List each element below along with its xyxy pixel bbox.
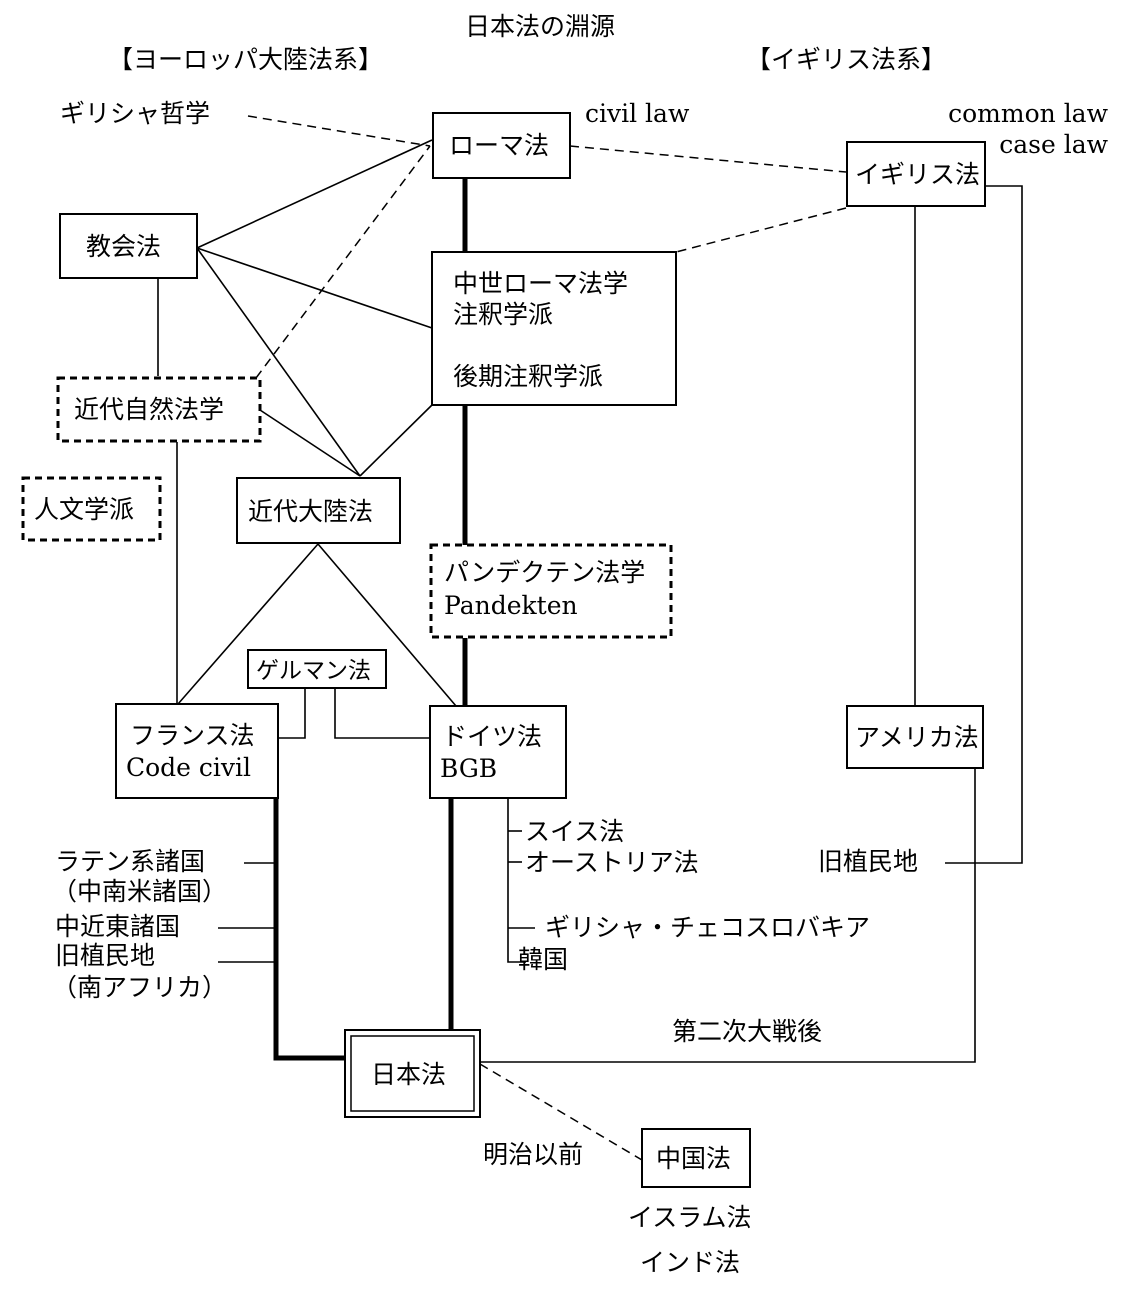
line-continental-french: [177, 543, 319, 705]
dash-english-medieval: [675, 207, 847, 253]
line-american-japan-postwar: [480, 768, 976, 1063]
node-roman-law: ローマ法: [432, 112, 571, 179]
continental-label: 近代大陸法: [248, 497, 373, 526]
civil-law-label: civil law: [585, 99, 690, 128]
korea-label: 韓国: [518, 945, 568, 974]
line-continental-german: [317, 543, 457, 707]
german-line1: ドイツ法: [442, 722, 542, 751]
latin-countries-label: ラテン系諸国: [55, 847, 205, 876]
indian-law-label: インド法: [640, 1248, 740, 1277]
south-africa-label: （南アフリカ）: [52, 973, 227, 1002]
trunk-french-japan: [273, 798, 345, 1061]
case-law-label: case law: [999, 130, 1108, 159]
latin-america-label: （中南米諸国）: [52, 877, 227, 906]
greek-philosophy-label: ギリシャ哲学: [60, 99, 210, 128]
islamic-law-label: イスラム法: [628, 1203, 752, 1232]
dash-greek-roman: [247, 115, 431, 147]
bracket-german-descendants: [507, 798, 526, 963]
node-medieval-roman-law: 中世ローマ法学 注釈学派 後期注釈学派: [431, 251, 677, 406]
line-canon-roman: [196, 139, 433, 249]
french-colonies-label: 旧植民地: [55, 941, 155, 970]
line-germanic-french: [278, 688, 306, 739]
germanic-label: ゲルマン法: [256, 658, 371, 684]
humanist-label: 人文学派: [34, 495, 134, 524]
medieval-line2: 注釈学派: [453, 300, 553, 329]
node-japanese-law: 日本法: [344, 1029, 481, 1118]
node-german-law: ドイツ法 BGB: [429, 705, 567, 799]
german-line2: BGB: [440, 754, 497, 783]
austrian-law-label: オーストリア法: [525, 848, 699, 877]
node-humanist-school: 人文学派: [21, 476, 162, 542]
postwar-label: 第二次大戦後: [672, 1017, 822, 1046]
node-pandekten: パンデクテン法学 Pandekten: [429, 543, 673, 639]
common-law-label: common law: [948, 99, 1108, 128]
roman-law-label: ローマ法: [449, 131, 549, 160]
natural-law-label: 近代自然法学: [74, 395, 224, 424]
pandekten-line2: Pandekten: [444, 591, 578, 620]
line-medieval-continental: [359, 404, 433, 477]
node-canon-law: 教会法: [59, 213, 198, 279]
line-germanic-german: [334, 688, 430, 739]
swiss-law-label: スイス法: [525, 817, 624, 846]
medieval-line1: 中世ローマ法学: [453, 269, 628, 298]
pre-meiji-label: 明治以前: [483, 1140, 583, 1169]
diagram-title: 日本法の淵源: [465, 12, 615, 41]
chinese-law-label: 中国法: [656, 1144, 731, 1173]
node-english-law: イギリス法: [846, 141, 986, 207]
dash-roman-english: [569, 145, 847, 173]
line-english-colonies: [945, 185, 1023, 864]
middle-east-label: 中近東諸国: [55, 912, 180, 941]
french-line2: Code civil: [126, 753, 251, 782]
greece-czech-label: ギリシャ・チェコスロバキア: [545, 913, 870, 942]
europe-header: 【ヨーロッパ大陸法系】: [108, 45, 383, 74]
medieval-line3: 後期注釈学派: [453, 362, 603, 391]
english-law-label: イギリス法: [855, 160, 980, 189]
japanese-law-label: 日本法: [371, 1060, 446, 1089]
node-natural-law: 近代自然法学: [56, 376, 262, 443]
node-germanic-law: ゲルマン法: [247, 649, 387, 689]
england-header: 【イギリス法系】: [746, 45, 946, 74]
line-natural-continental: [259, 409, 361, 477]
dash-natural-roman: [255, 145, 431, 379]
french-line1: フランス法: [130, 721, 255, 750]
dash-japan-chinese: [479, 1063, 643, 1161]
english-colonies-label: 旧植民地: [818, 847, 918, 876]
pandekten-line1: パンデクテン法学: [444, 558, 645, 587]
node-chinese-law: 中国法: [641, 1128, 751, 1188]
line-canon-medieval: [196, 247, 433, 329]
node-modern-continental: 近代大陸法: [236, 477, 401, 544]
connector-lines: [157, 115, 1023, 1161]
node-french-law: フランス法 Code civil: [115, 703, 279, 799]
american-label: アメリカ法: [855, 723, 979, 752]
node-american-law: アメリカ法: [846, 705, 984, 769]
canon-law-label: 教会法: [86, 232, 161, 261]
line-canon-continental: [196, 247, 361, 477]
